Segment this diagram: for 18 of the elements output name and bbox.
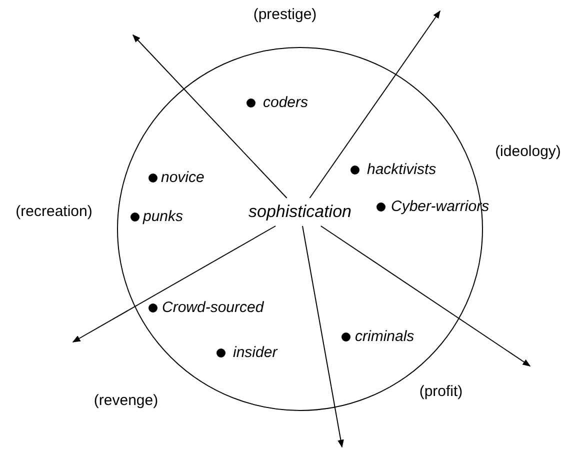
group-label: criminals: [355, 327, 414, 347]
group-label: Crowd-sourced: [162, 298, 264, 318]
arrow: [132, 34, 288, 198]
group-label: insider: [233, 343, 278, 363]
arrow: [72, 226, 276, 342]
arrow: [302, 226, 344, 448]
group-label: hacktivists: [367, 160, 436, 180]
motivation-label: (ideology): [495, 142, 561, 162]
group-label: coders: [263, 93, 308, 113]
group-label: novice: [161, 168, 204, 188]
arrow: [309, 10, 440, 198]
motivation-label: (revenge): [94, 391, 158, 411]
motivation-label: (profit): [419, 382, 463, 402]
group-label: punks: [143, 207, 184, 227]
motivation-label: (prestige): [253, 5, 317, 25]
arrow: [320, 226, 531, 366]
motivation-label: (recreation): [16, 202, 92, 222]
center-label: sophistication: [247, 201, 352, 223]
